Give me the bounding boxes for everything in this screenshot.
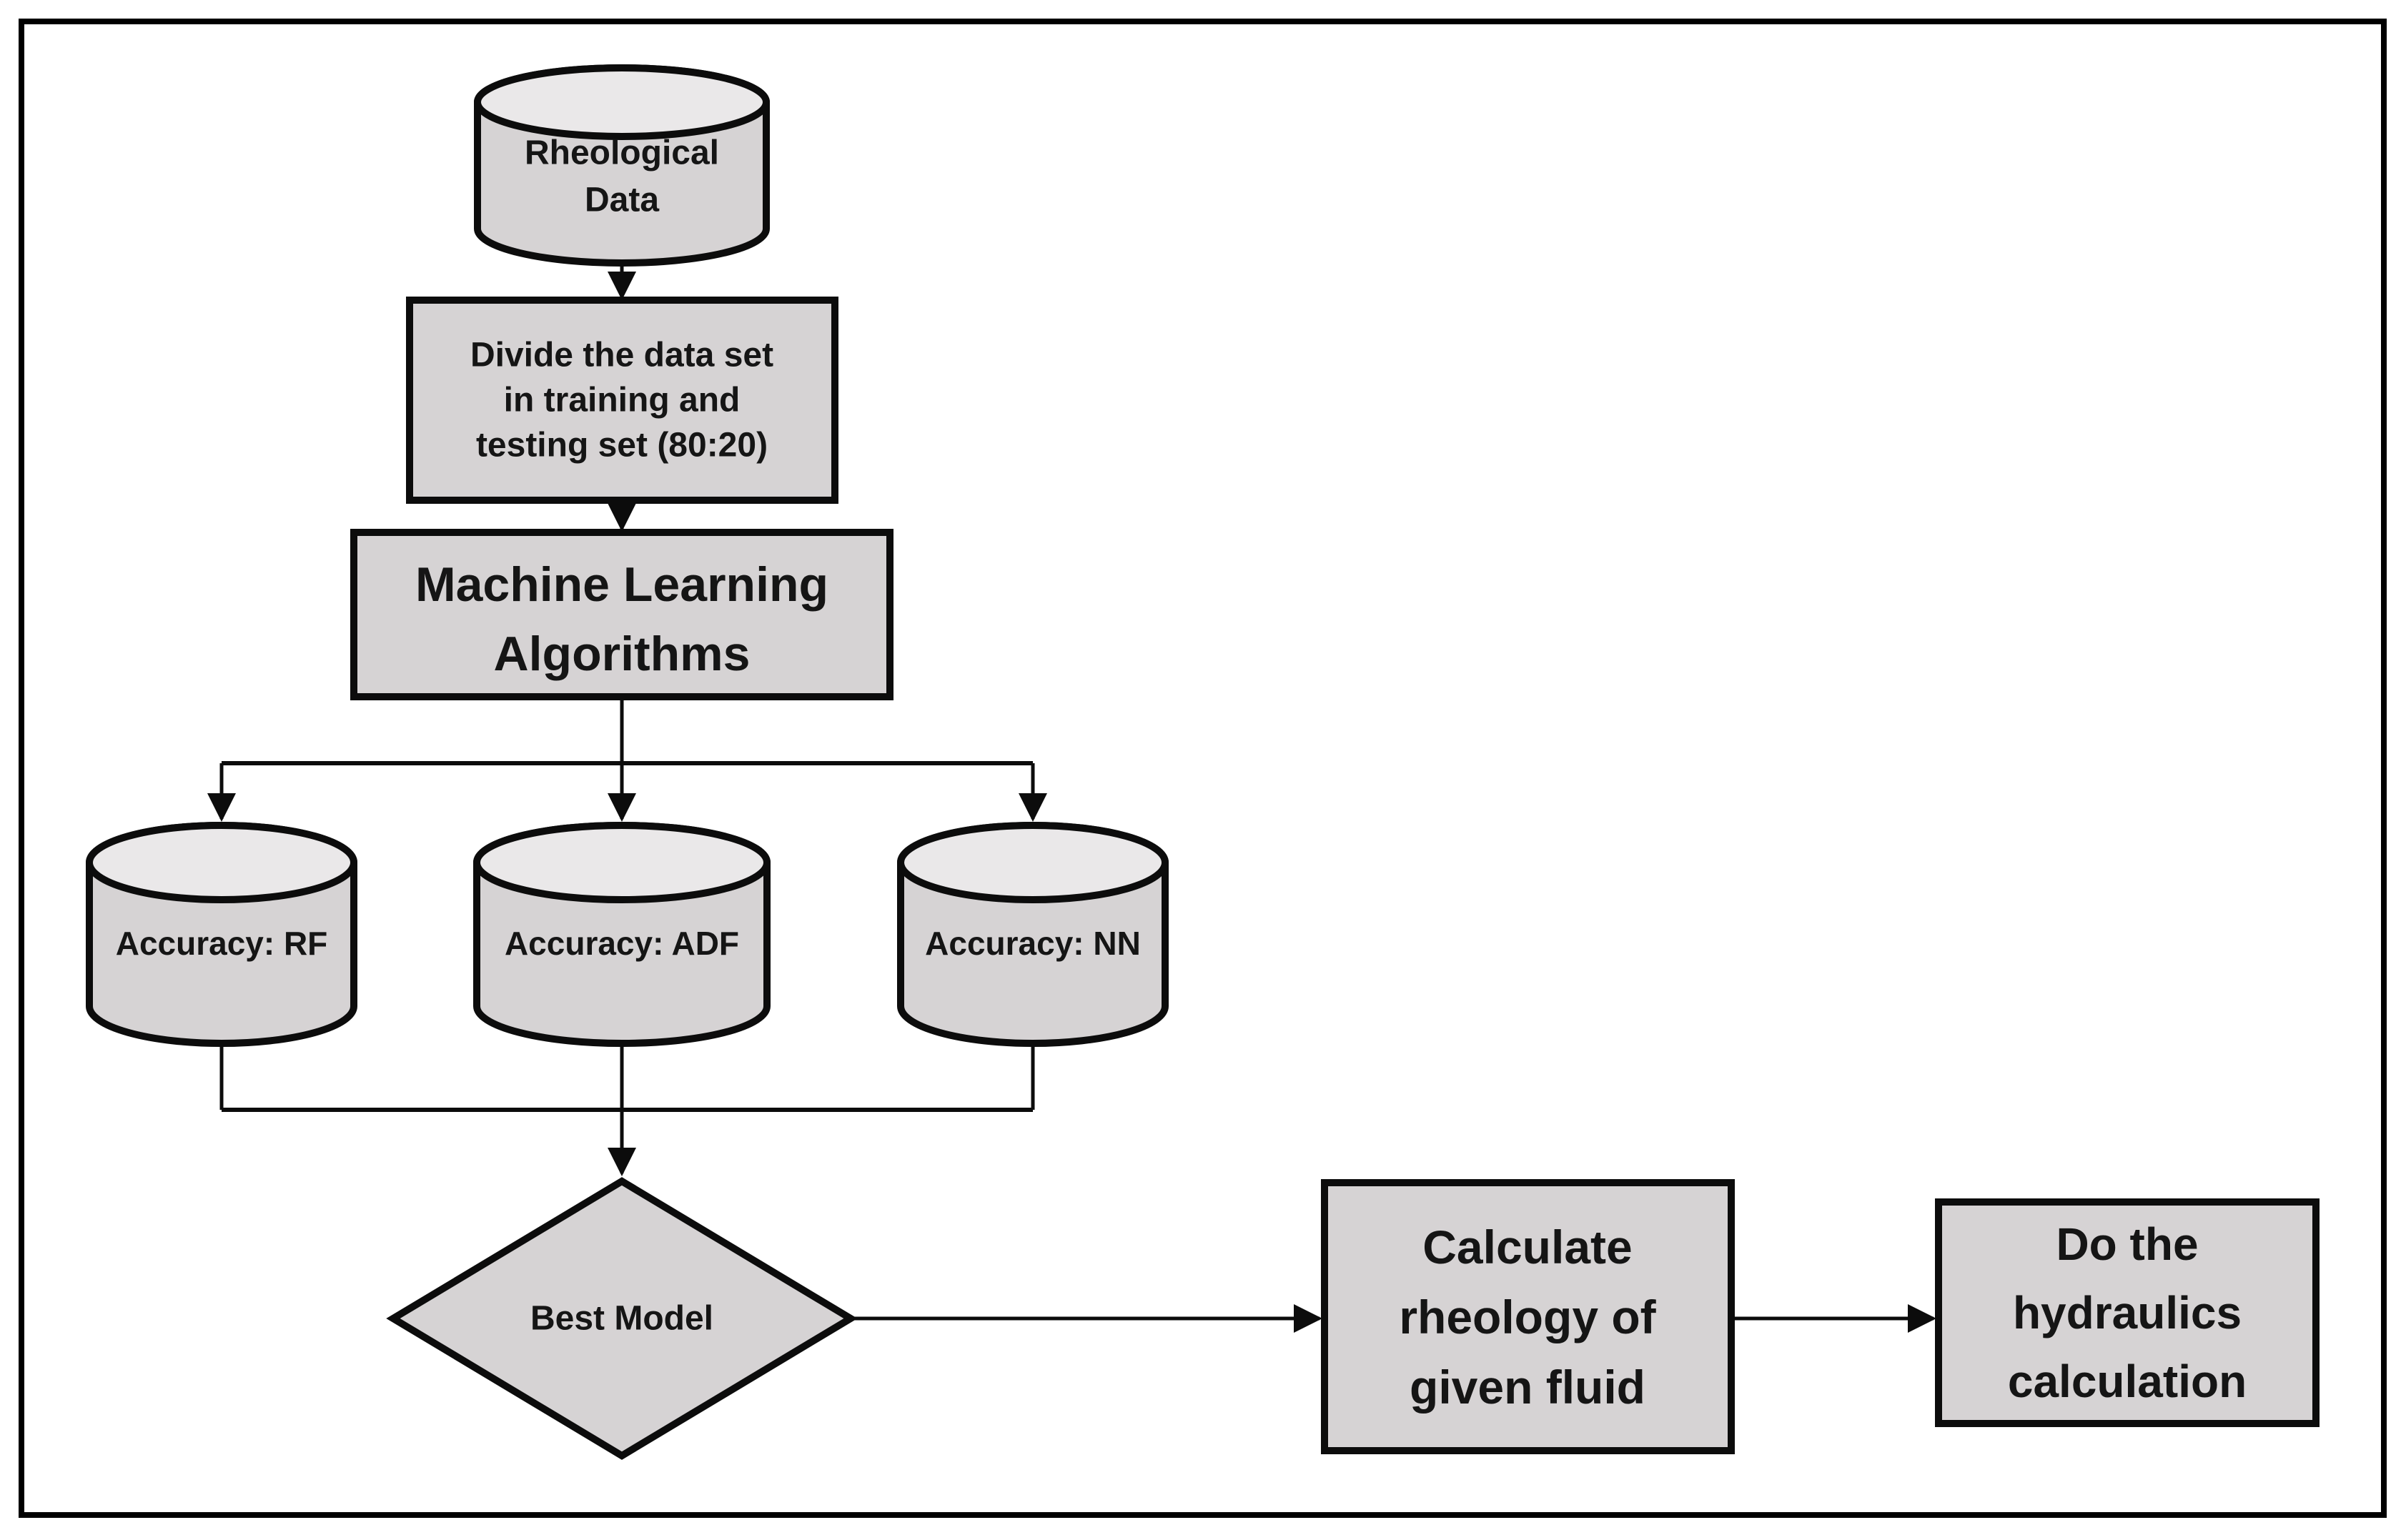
cylinder-accuracy-nn: Accuracy: NN [897,822,1169,1047]
cylinder-accuracy-adf: Accuracy: ADF [473,822,771,1047]
ml-algorithms-box [350,529,893,700]
figure-border [19,19,2387,1518]
calculate-rheology-box [1321,1179,1735,1454]
calculate-rheology-label-line3: given fluid [1410,1361,1645,1414]
best-model-diamond [386,1177,858,1460]
accuracy-adf-label: Accuracy: ADF [505,925,739,962]
ml-algorithms-label-line2: Algorithms [494,627,751,681]
best-model-label: Best Model [530,1300,713,1338]
do-hydraulics-label-line3: calculation [2008,1356,2247,1407]
ml-algorithms-label-line1: Machine Learning [415,557,828,612]
rheological-data-label-line1: Rheological [525,134,719,172]
calculate-rheology-label-line2: rheology of [1399,1291,1656,1343]
node-best-model: Best Model [386,1177,858,1460]
accuracy-rf-top [86,822,357,903]
node-divide-dataset: Divide the data set in training and test… [406,297,838,504]
do-hydraulics-box [1935,1198,2320,1427]
rheological-data-label-line2: Data [585,182,659,219]
cylinder-rheological-top [474,64,770,140]
divide-dataset-label-line1: Divide the data set [470,337,773,374]
divide-dataset-box [406,297,838,504]
do-hydraulics-label-line1: Do the [2056,1218,2198,1270]
do-hydraulics-label-line2: hydraulics [2013,1287,2242,1338]
accuracy-nn-label: Accuracy: NN [925,925,1141,962]
divide-dataset-label-line2: in training and [504,382,741,419]
accuracy-nn-top [897,822,1169,903]
node-ml-algorithms: Machine Learning Algorithms [350,529,893,700]
calculate-rheology-label-line1: Calculate [1422,1221,1632,1273]
accuracy-adf-top [473,822,771,903]
divide-dataset-label-line3: testing set (80:20) [476,427,768,465]
cylinder-accuracy-rf: Accuracy: RF [86,822,357,1047]
node-do-hydraulics: Do the hydraulics calculation [1935,1198,2320,1427]
node-calculate-rheology: Calculate rheology of given fluid [1321,1179,1735,1454]
accuracy-rf-label: Accuracy: RF [116,925,328,962]
cylinder-rheological-data: Rheological Data [474,64,770,267]
